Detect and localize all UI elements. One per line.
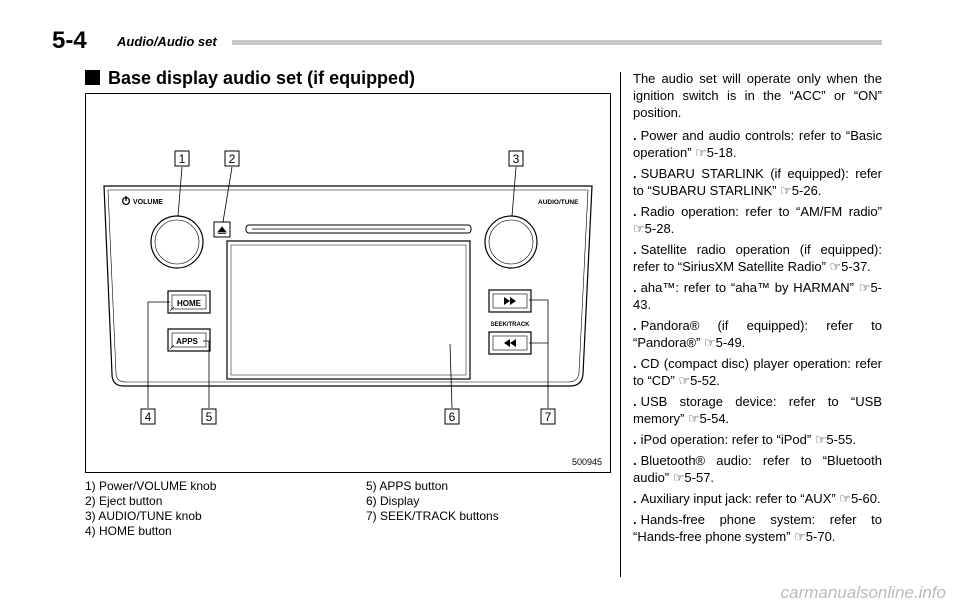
bullet: . (633, 318, 637, 333)
legend-item: 3) AUDIO/TUNE knob (85, 509, 202, 523)
callout-3: 3 (508, 150, 524, 167)
unit-inner-outline (107, 189, 589, 383)
bullet: . (633, 204, 637, 219)
svg-text:4: 4 (145, 410, 152, 424)
bullet: . (633, 491, 637, 506)
bullet: . (633, 394, 637, 409)
figure-id: 500945 (572, 457, 602, 467)
legend-left: 1) Power/VOLUME knob 2) Eject button 3) … (85, 479, 216, 539)
bullet: . (633, 356, 637, 371)
bullet: . (633, 280, 637, 295)
legend-item: 4) HOME button (85, 524, 172, 538)
column-divider (620, 72, 621, 577)
volume-knob (150, 215, 204, 269)
display-screen (226, 240, 471, 380)
svg-text:1: 1 (179, 152, 186, 166)
svg-text:7: 7 (545, 410, 552, 424)
header-rule (232, 40, 882, 45)
seek-forward-icon (504, 297, 516, 305)
list-item: .SUBARU STARLINK (if equipped): refer to… (633, 165, 882, 199)
volume-label: VOLUME (133, 199, 163, 206)
volume-knob-inner (154, 219, 200, 265)
legend-right: 5) APPS button 6) Display 7) SEEK/TRACK … (366, 479, 499, 524)
list-item-text: Auxiliary input jack: refer to “AUX” ☞5-… (640, 491, 881, 506)
audio-tune-label: AUDIO/TUNE (538, 199, 579, 206)
list-item-text: Pandora® (if equipped): refer to “Pandor… (633, 318, 882, 350)
list-item: .Bluetooth® audio: refer to “Bluetooth a… (633, 452, 882, 486)
intro-paragraph: The audio set will operate only when the… (633, 71, 882, 120)
bullet: . (633, 512, 637, 527)
list-item: .Auxiliary input jack: refer to “AUX” ☞5… (633, 490, 882, 507)
callout-5: 5 (201, 408, 217, 425)
list-item-text: aha™: refer to “aha™ by HARMAN” ☞5-43. (633, 280, 882, 312)
list-item-text: SUBARU STARLINK (if equipped): refer to … (633, 166, 882, 198)
list-item: .aha™: refer to “aha™ by HARMAN” ☞5-43. (633, 279, 882, 313)
audio-tune-knob (484, 215, 538, 269)
list-item: .USB storage device: refer to “USB memor… (633, 393, 882, 427)
svg-text:5: 5 (206, 410, 213, 424)
home-label: HOME (177, 299, 202, 308)
bullet: . (633, 128, 637, 143)
callout-4: 4 (140, 408, 156, 425)
callout-6: 6 (444, 408, 460, 425)
legend-item: 5) APPS button (366, 479, 449, 493)
audio-set-illustration: VOLUME AUDIO/TUNE HOME APPS SEEK/TRACK (103, 150, 602, 467)
list-item-text: Radio operation: refer to “AM/FM radio” … (633, 204, 882, 236)
seek-track-label: SEEK/TRACK (490, 322, 530, 328)
watermark: carmanualsonline.info (780, 583, 946, 602)
list-item: .Hands-free phone system: refer to “Hand… (633, 511, 882, 545)
eject-icon (217, 226, 227, 234)
list-item-text: Power and audio controls: refer to “Basi… (633, 128, 882, 160)
list-item-text: CD (compact disc) player operation: refe… (633, 356, 882, 388)
list-item-text: Satellite radio operation (if equipped):… (633, 242, 882, 274)
svg-text:3: 3 (513, 152, 520, 166)
list-item-text: iPod operation: refer to “iPod” ☞5-55. (640, 432, 857, 447)
apps-label: APPS (176, 337, 198, 346)
audio-set-figure: VOLUME AUDIO/TUNE HOME APPS SEEK/TRACK (85, 93, 611, 473)
bullet: . (633, 432, 637, 447)
callout-2: 2 (224, 150, 240, 167)
callout-1: 1 (174, 150, 190, 167)
chapter-title: Audio/Audio set (117, 34, 217, 49)
bullet: . (633, 242, 637, 257)
list-item: .CD (compact disc) player operation: ref… (633, 355, 882, 389)
legend-item: 7) SEEK/TRACK buttons (366, 509, 499, 523)
legend-item: 1) Power/VOLUME knob (85, 479, 217, 493)
list-item: .iPod operation: refer to “iPod” ☞5-55. (633, 431, 882, 448)
legend-item: 2) Eject button (85, 494, 163, 508)
bullet: . (633, 166, 637, 181)
audio-tune-knob-inner (488, 219, 534, 265)
svg-text:2: 2 (229, 152, 236, 166)
list-item: .Radio operation: refer to “AM/FM radio”… (633, 203, 882, 237)
section-heading: Base display audio set (if equipped) (108, 68, 416, 88)
list-item-text: Bluetooth® audio: refer to “Bluetooth au… (633, 453, 882, 485)
list-item: .Pandora® (if equipped): refer to “Pando… (633, 317, 882, 351)
body-column: The audio set will operate only when the… (633, 70, 882, 549)
svg-text:6: 6 (449, 410, 456, 424)
list-item: .Satellite radio operation (if equipped)… (633, 241, 882, 275)
list-item: .Power and audio controls: refer to “Bas… (633, 127, 882, 161)
legend-item: 6) Display (366, 494, 420, 508)
list-item-text: USB storage device: refer to “USB memory… (633, 394, 882, 426)
callout-7: 7 (540, 408, 556, 425)
bullet: . (633, 453, 637, 468)
seek-back-icon (504, 339, 516, 347)
section-marker (85, 70, 100, 85)
page-number: 5-4 (52, 27, 87, 54)
list-item-text: Hands-free phone system: refer to “Hands… (633, 512, 882, 544)
